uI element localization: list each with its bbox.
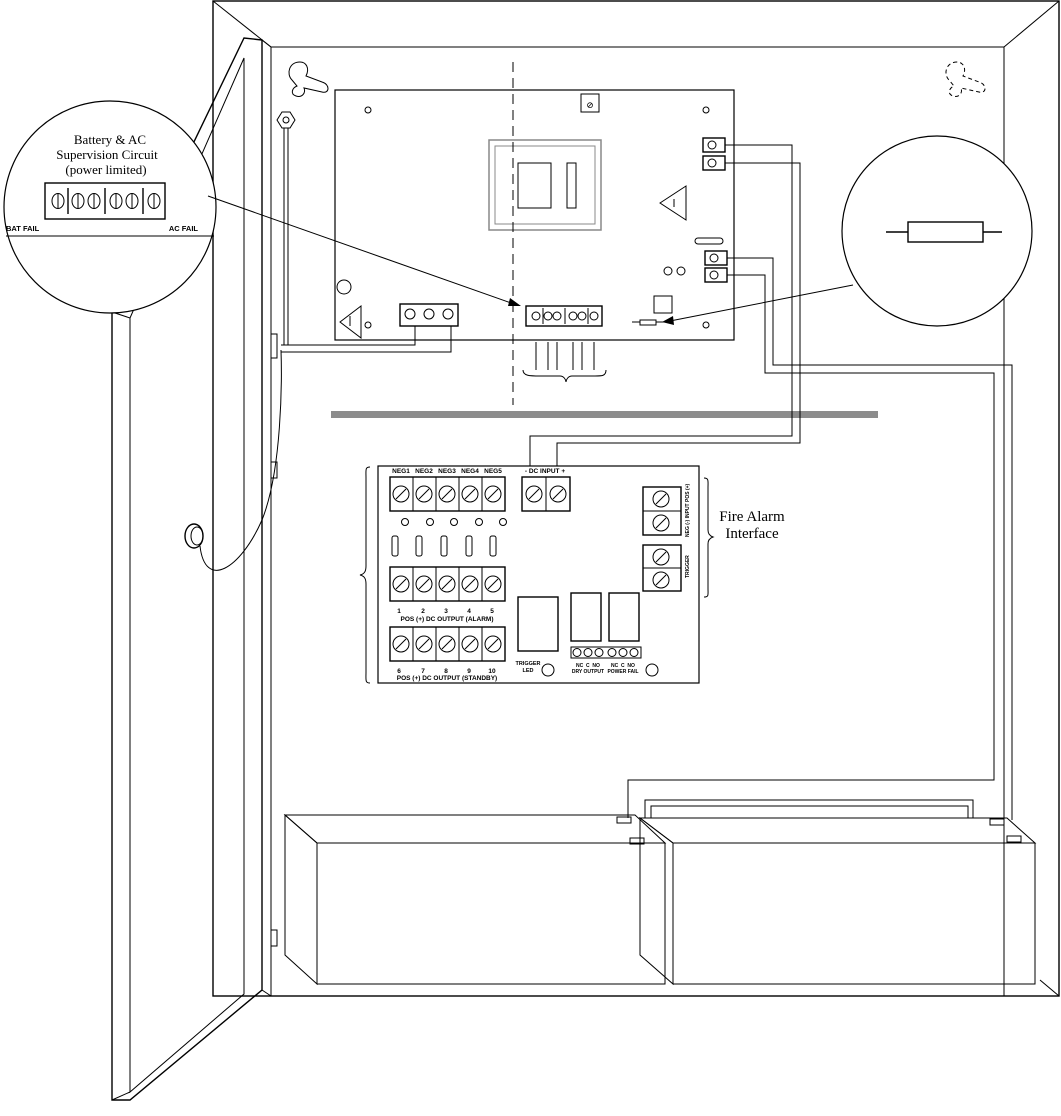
- ac-warning-triangle-icon: [339, 304, 362, 340]
- trigger-led-label-2: LED: [523, 668, 534, 674]
- transformer: [488, 139, 602, 231]
- alarm-output-label: POS (+) DC OUTPUT (ALARM): [401, 616, 494, 623]
- warning-triangle-icon: [659, 185, 687, 221]
- trigger-terminal: [642, 544, 682, 592]
- alarm-output-terminal-block: [389, 566, 506, 602]
- trigger-relay: [517, 596, 559, 652]
- dc-input-label: - DC INPUT +: [525, 468, 565, 475]
- dry-output-relay: [570, 592, 602, 642]
- indicator-led-1: [663, 266, 673, 276]
- resistor-callout: [841, 135, 1033, 327]
- trigger-led-label-1: TRIGGER: [515, 661, 540, 667]
- fire-alarm-input-terminal: [642, 486, 682, 536]
- resistor-leader-arrow: [669, 284, 854, 322]
- supervision-callout: Battery & AC Supervision Circuit (power …: [3, 100, 217, 314]
- ac-input-terminal: [399, 303, 459, 327]
- power-supply-board: ⊘: [334, 89, 735, 341]
- door-lock: [184, 523, 204, 549]
- supervision-leader-arrow: [207, 195, 515, 305]
- door-hinge-bottom: [270, 929, 278, 947]
- output-7-number: 7: [421, 668, 425, 675]
- resistor-arrowhead: [662, 316, 674, 325]
- output-9-number: 9: [467, 668, 471, 675]
- alarm-output-numbers: 1 2 3 4 5: [397, 608, 494, 615]
- callout-title-line3: (power limited): [65, 162, 146, 177]
- neg3-label: NEG3: [438, 468, 456, 475]
- power-fail-relay: [608, 592, 640, 642]
- callout-terminal-block: [44, 182, 166, 220]
- fuses: [391, 535, 497, 557]
- wiring: [281, 144, 1013, 820]
- fire-alarm-interface-line1: Fire Alarm: [719, 509, 785, 525]
- neg1-label: NEG1: [392, 468, 410, 475]
- output-4-number: 4: [467, 608, 471, 615]
- standby-output-terminal-block: [389, 626, 506, 662]
- callout-title-line1: Battery & AC: [74, 132, 146, 147]
- neg2-label: NEG2: [415, 468, 433, 475]
- neg4-label: NEG4: [461, 468, 479, 475]
- partition-bar: [331, 411, 878, 418]
- power-fail-label: POWER FAIL: [607, 669, 638, 675]
- jumper: [694, 237, 724, 245]
- enclosure-cabinet: [212, 0, 1060, 997]
- power-fail-led: [645, 663, 659, 677]
- enclosure-door: [111, 37, 272, 1101]
- power-limited-brace: [359, 466, 371, 684]
- dry-output-contacts: NC C NO: [576, 663, 600, 669]
- trigger-input-label: TRIGGER: [685, 555, 691, 578]
- dry-output-label: DRY OUTPUT: [572, 669, 604, 675]
- output-6-number: 6: [397, 668, 401, 675]
- trigger-led: [541, 663, 555, 677]
- neg-terminal-block: [389, 476, 506, 512]
- neg-labels: NEG1 NEG2 NEG3 NEG4 NEG5: [392, 468, 502, 475]
- output-leds: [401, 518, 507, 526]
- standby-output-label: POS (+) DC OUTPUT (STANDBY): [397, 675, 497, 682]
- svg-text:⊘: ⊘: [586, 100, 594, 110]
- output-3-number: 3: [444, 608, 448, 615]
- fire-alarm-interface-line2: Interface: [725, 526, 779, 542]
- dc-input-terminal: [521, 476, 571, 512]
- fire-alarm-input-label: NEG (-) INPUT POS (+): [685, 483, 691, 537]
- door-hinge-mid: [270, 461, 278, 479]
- door-hinge-top: [270, 333, 278, 359]
- battery-left: [283, 813, 667, 986]
- ground-stud: [276, 111, 296, 345]
- battery-right: [638, 816, 1037, 986]
- output-2-number: 2: [421, 608, 425, 615]
- bat-fail-label: BAT FAIL: [6, 224, 40, 233]
- neg5-label: NEG5: [484, 468, 502, 475]
- indicator-led-2: [676, 266, 686, 276]
- keyhole-mount-right: [945, 61, 986, 97]
- supervision-arrowhead: [508, 298, 521, 306]
- callout-title-line2: Supervision Circuit: [56, 147, 158, 162]
- output-8-number: 8: [444, 668, 448, 675]
- output-5-number: 5: [490, 608, 494, 615]
- supervision-terminal-on-board: [525, 305, 603, 327]
- relay-chip: [653, 295, 673, 314]
- output-1-number: 1: [397, 608, 401, 615]
- output-10-number: 10: [488, 668, 496, 675]
- ac-fail-label: AC FAIL: [169, 224, 199, 233]
- keyhole-mount-left: [288, 61, 329, 97]
- door-ground-wire: [199, 349, 282, 571]
- relay-contact-terminal: [570, 646, 642, 659]
- power-fail-contacts: NC C NO: [611, 663, 635, 669]
- supervision-wires: [522, 342, 607, 383]
- fire-alarm-brace: [703, 477, 715, 598]
- standby-output-numbers: 6 7 8 9 10: [397, 668, 496, 675]
